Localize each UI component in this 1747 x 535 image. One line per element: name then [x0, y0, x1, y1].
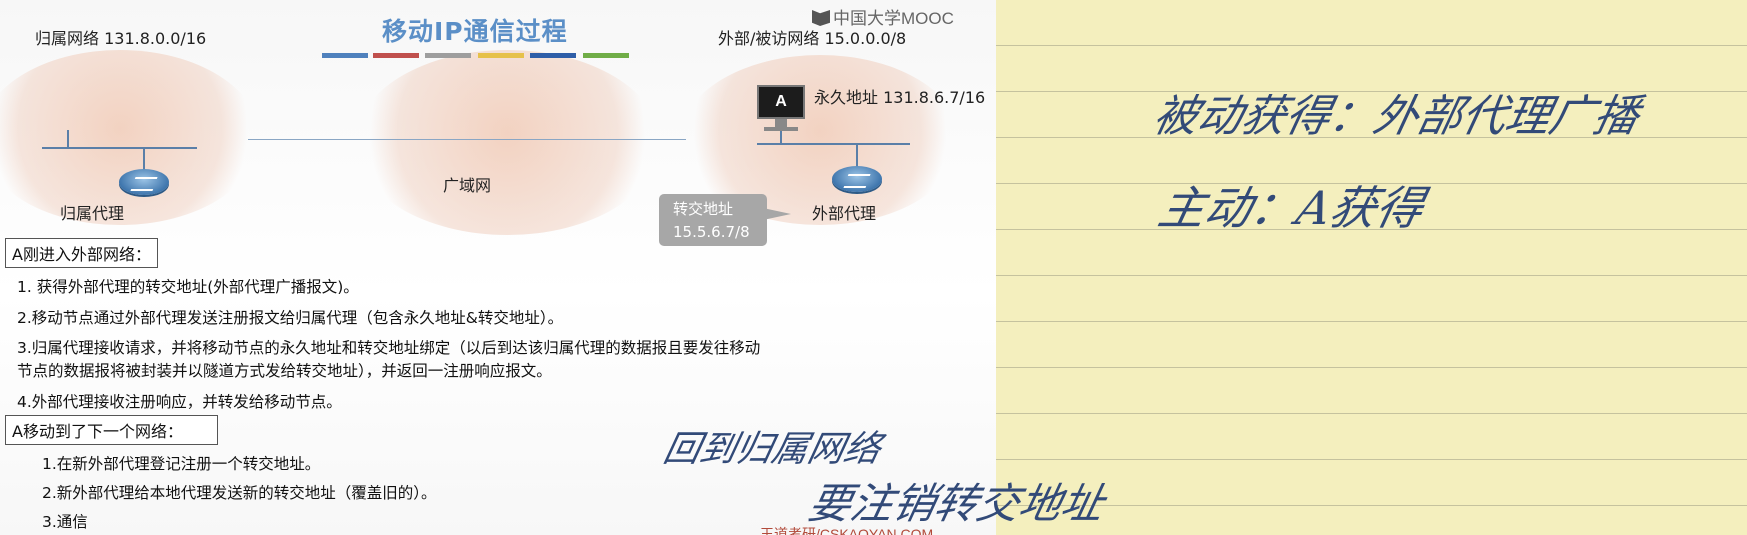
- color-bar-5: [530, 53, 576, 58]
- step1-item: 4.外部代理接收注册响应，并转发给移动节点。: [17, 393, 342, 411]
- foreign-agent-router-icon: [832, 166, 882, 192]
- handwritten-note-active: 主动：A获得: [1153, 181, 1429, 235]
- notebook-panel: [996, 0, 1747, 535]
- home-agent-label: 归属代理: [60, 204, 125, 223]
- slide-title: 移动IP通信过程: [382, 17, 568, 46]
- home-router-link: [143, 147, 145, 173]
- step1-item: 1. 获得外部代理的转交地址(外部代理广播报文)。: [17, 278, 359, 296]
- step1-item: 节点的数据报将被封装并以隧道方式发给转交地址），并返回一注册响应报文。: [17, 362, 552, 380]
- color-bar-3: [425, 53, 471, 58]
- step1-item: 2.移动节点通过外部代理发送注册报文给归属代理（包含永久地址&转交地址）。: [17, 309, 564, 327]
- wan-link-line: [248, 139, 686, 140]
- home-network-label: 归属网络 131.8.0.0/16: [35, 29, 207, 48]
- home-agent-router-icon: [119, 169, 169, 195]
- color-bar-6: [583, 53, 629, 58]
- mooc-watermark: 中国大学MOOC: [812, 4, 954, 29]
- color-bar-4: [478, 53, 524, 58]
- section2-title: A移动到了下一个网络：: [5, 415, 218, 445]
- handwritten-note-passive: 被动获得：外部代理广播: [1148, 91, 1644, 142]
- care-of-address-callout: 转交地址 15.5.6.7/8: [659, 194, 791, 246]
- home-network-cloud: [0, 50, 260, 225]
- section1-title: A刚进入外部网络：: [5, 238, 158, 268]
- step2-item: 1.在新外部代理登记注册一个转交地址。: [42, 455, 321, 473]
- computer-stand: [775, 119, 787, 127]
- foreign-network-label: 外部/被访网络 15.0.0.0/8: [718, 29, 907, 48]
- footer-credit: 王道考研/CSKAOYAN.COM: [760, 526, 934, 535]
- lecture-slide: 中国大学MOOC 移动IP通信过程 归属网络 131.8.0.0/16 外部/被…: [0, 0, 996, 535]
- pc-link: [780, 126, 782, 144]
- permanent-address-label: 永久地址 131.8.6.7/16: [814, 88, 986, 107]
- step2-item: 3.通信: [42, 513, 88, 531]
- home-lan-line: [42, 147, 197, 149]
- handwritten-note-return-home: 回到归属网络: [659, 429, 885, 470]
- mobile-node-computer-icon: A: [757, 85, 805, 131]
- wan-cloud: [355, 50, 660, 235]
- handwritten-note-deregister: 要注销转交地址: [804, 479, 1109, 528]
- callout-title: 转交地址: [673, 200, 734, 218]
- step1-item: 3.归属代理接收请求，并将移动节点的永久地址和转交地址绑定（以后到达该归属代理的…: [17, 339, 761, 357]
- home-lan-stub: [67, 130, 69, 148]
- foreign-router-link: [856, 143, 858, 169]
- wan-label: 广域网: [443, 176, 492, 195]
- color-bar-2: [373, 53, 419, 58]
- callout-address: 15.5.6.7/8: [673, 223, 750, 241]
- mobile-node-screen: A: [757, 85, 805, 119]
- color-bar-1: [322, 53, 368, 58]
- watermark-text: 中国大学MOOC: [833, 9, 954, 28]
- foreign-lan-line: [757, 143, 910, 145]
- computer-base: [764, 127, 798, 131]
- step2-item: 2.新外部代理给本地代理发送新的转交地址（覆盖旧的）。: [42, 484, 437, 502]
- foreign-agent-label: 外部代理: [812, 204, 877, 223]
- mooc-logo-icon: [812, 10, 830, 26]
